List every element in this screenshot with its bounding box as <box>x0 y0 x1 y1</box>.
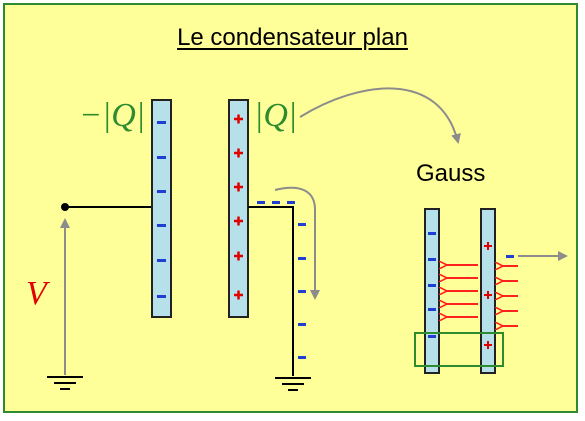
gauss-negative-charges <box>428 232 436 338</box>
charge-flow-arrow <box>274 186 320 300</box>
gauss-label: Gauss <box>416 160 486 187</box>
negative-plate <box>151 99 172 318</box>
positive-plate-charges <box>234 114 243 300</box>
diagram-title: Le condensateur plan <box>177 24 408 51</box>
gaussian-surface-box <box>414 332 504 367</box>
field-arrows-outside <box>502 266 518 326</box>
ground-symbol-right <box>275 377 311 391</box>
field-arrows-inside <box>446 265 478 317</box>
terminal-node <box>61 203 69 211</box>
detail-pointer-arrow <box>299 87 461 144</box>
gauss-positive-charges <box>484 242 492 349</box>
negative-plate-charges <box>157 121 166 298</box>
negative-charge-label: −|Q| <box>79 97 146 134</box>
wire-surface-charges <box>257 201 306 359</box>
voltage-label: V <box>26 275 47 312</box>
ground-symbol-left <box>47 376 83 390</box>
wire-to-ground <box>248 206 294 376</box>
positive-charge-label: |Q| <box>254 97 298 134</box>
positive-plate <box>228 99 249 318</box>
gauss-outer-charge <box>506 255 514 258</box>
